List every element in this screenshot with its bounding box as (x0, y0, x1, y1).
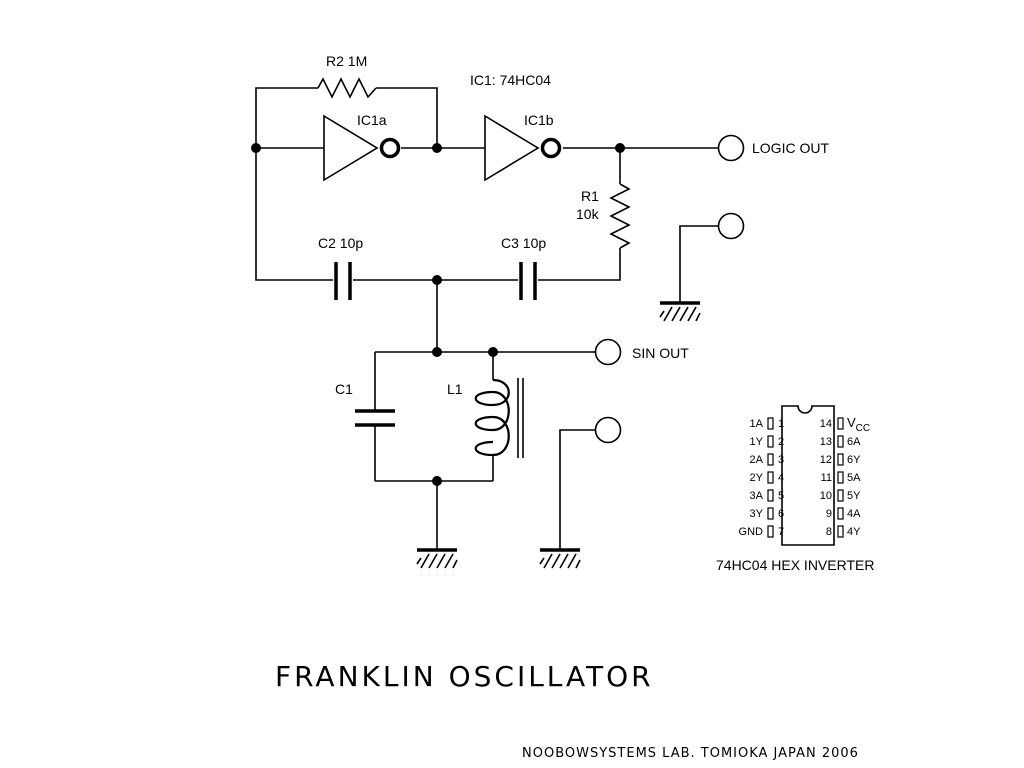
pin-name: 2A (750, 454, 764, 466)
pin-row: 2Y 4 (750, 471, 784, 484)
ic1b-inverter-symbol (484, 114, 562, 182)
pin-number: 14 (820, 418, 832, 430)
ground-icon-upper (659, 301, 701, 322)
pin-number: 3 (778, 454, 784, 466)
ic1a-inverter-symbol (323, 114, 401, 182)
r2-resistor-symbol (317, 77, 377, 99)
l1-inductor-symbol (474, 378, 524, 458)
pin-row: 8 4Y (826, 525, 861, 538)
pin-stub (767, 435, 774, 448)
pin-name-subscript: CC (856, 423, 870, 434)
pin-name: VCC (847, 415, 870, 434)
pin-name: 6A (847, 436, 861, 448)
pin-row: 1Y 2 (750, 435, 784, 448)
pinout-caption: 74HC04 HEX INVERTER (716, 557, 874, 573)
pin-stub (767, 507, 774, 520)
diagram-title: FRANKLIN OSCILLATOR (275, 660, 654, 693)
c3-capacitor-symbol (519, 262, 537, 300)
pin-row: 2A 3 (750, 453, 784, 466)
pin-stub (767, 417, 774, 430)
pin-row: 3Y 6 (750, 507, 784, 520)
pin-number: 1 (778, 418, 784, 430)
ground-icon-lower (539, 548, 581, 569)
pin-name: GND (739, 526, 764, 538)
pin-name: 5Y (847, 490, 861, 502)
c2-capacitor-symbol (334, 262, 352, 300)
r1-resistor-symbol (609, 183, 631, 249)
pin-number: 5 (778, 490, 784, 502)
pin-row: 14 VCC (820, 415, 870, 434)
pin-row: GND 7 (739, 525, 784, 538)
pin-row: 10 5Y (820, 489, 861, 502)
ic-type-label: IC1: 74HC04 (470, 72, 551, 88)
pin-number: 13 (820, 436, 832, 448)
pin-name: 4Y (847, 526, 861, 538)
pin-column-right: 14 VCC 13 6A 12 6Y 11 5A 10 5Y 9 4A 8 4Y (820, 415, 870, 538)
pin-name: 2Y (750, 472, 764, 484)
r2-label: R2 1M (326, 53, 367, 69)
pin-stub (837, 507, 844, 520)
r1-value-label: 10k (576, 206, 600, 222)
pin-stub (767, 471, 774, 484)
wires (255, 87, 718, 550)
pin-number: 12 (820, 454, 832, 466)
pin-row: 1A 1 (750, 417, 784, 430)
sin-out-label: SIN OUT (632, 345, 689, 361)
pin-number: 9 (826, 508, 832, 520)
pin-stub (837, 489, 844, 502)
ground-terminal-lower (594, 416, 622, 444)
pin-number: 6 (778, 508, 784, 520)
pin-name: 6Y (847, 454, 861, 466)
pin-name: 1Y (750, 436, 764, 448)
junctions (251, 143, 625, 486)
pin-number: 4 (778, 472, 784, 484)
pin-stub (837, 435, 844, 448)
ic-package-outline (781, 405, 835, 546)
pin-stub (767, 489, 774, 502)
pin-stub (837, 417, 844, 430)
ground-terminal-upper (717, 212, 745, 240)
c1-capacitor-symbol (355, 409, 395, 427)
pin-number: 10 (820, 490, 832, 502)
ic1b-label: IC1b (524, 112, 554, 128)
pin-name: 1A (750, 418, 764, 430)
pin-stub (837, 471, 844, 484)
c1-label: C1 (335, 381, 353, 397)
pin-name: 3A (750, 490, 764, 502)
pin-row: 12 6Y (820, 453, 861, 466)
logic-out-label: LOGIC OUT (752, 140, 829, 156)
pin-row: 11 5A (821, 471, 861, 484)
pin-number: 11 (821, 472, 832, 484)
pin-name-main: V (847, 415, 856, 430)
pin-row: 13 6A (820, 435, 861, 448)
c2-label: C2 10p (318, 235, 363, 251)
pin-stub (837, 453, 844, 466)
pin-stub (837, 525, 844, 538)
pin-number: 2 (778, 436, 784, 448)
ground-icon-tank (416, 548, 458, 569)
pin-row: 3A 5 (750, 489, 784, 502)
r1-name-label: R1 (581, 188, 599, 204)
pin-number: 8 (826, 526, 832, 538)
logic-out-terminal (717, 134, 745, 162)
pin-name: 4A (847, 508, 861, 520)
pin-stub (767, 453, 774, 466)
l1-label: L1 (447, 381, 463, 397)
pin-name: 5A (847, 472, 861, 484)
pin-stub (767, 525, 774, 538)
pin-number: 7 (778, 526, 784, 538)
c3-label: C3 10p (501, 235, 546, 251)
credit-line: NOOBOWSYSTEMS LAB. TOMIOKA JAPAN 2006 (522, 746, 859, 761)
pin-row: 9 4A (826, 507, 861, 520)
ic1a-label: IC1a (357, 112, 387, 128)
pin-name: 3Y (750, 508, 764, 520)
sin-out-terminal (594, 338, 622, 366)
